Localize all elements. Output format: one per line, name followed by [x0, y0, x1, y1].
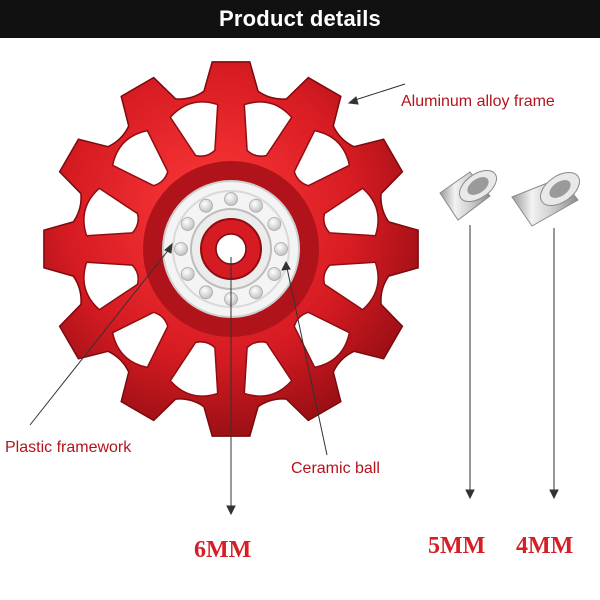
- frame-leader: [354, 83, 406, 101]
- gear-window: [169, 341, 219, 397]
- ceramic-callout-label: Ceramic ball: [291, 460, 380, 477]
- gear-cutout-windows: [83, 101, 379, 397]
- spacer-5mm: [439, 169, 498, 221]
- spacer-5mm-label: 5MM: [428, 533, 486, 559]
- ceramic-ball: [267, 267, 282, 281]
- plastic-leader: [29, 247, 171, 426]
- ceramic-ball: [249, 198, 263, 213]
- ceramic-ball: [180, 267, 195, 281]
- bore-size-label: 6MM: [194, 537, 252, 563]
- page-title: Product details: [219, 6, 381, 31]
- spacer-4mm: [511, 171, 581, 227]
- jockey-wheel-pulley: [43, 61, 419, 437]
- bore-arrowhead: [226, 505, 236, 516]
- leader-lines: [29, 83, 559, 516]
- plastic-callout-label: Plastic framework: [5, 439, 132, 456]
- gear-window: [111, 311, 169, 369]
- gear-window: [169, 101, 219, 157]
- frame-callout-label: Aluminum alloy frame: [401, 93, 555, 110]
- gear-window: [293, 311, 351, 369]
- spacer5-arrowhead: [465, 489, 475, 500]
- gear-window: [111, 129, 169, 187]
- ceramic-arrowhead: [281, 260, 291, 271]
- ceramic-ball: [174, 242, 188, 256]
- gear-window: [323, 187, 379, 237]
- ceramic-ball: [274, 242, 288, 256]
- spacer-4mm-label: 4MM: [516, 533, 574, 559]
- ceramic-balls: [174, 192, 288, 306]
- gear-window: [323, 261, 379, 311]
- ceramic-ball: [249, 285, 263, 300]
- gear-window: [293, 129, 351, 187]
- gear-window: [83, 261, 139, 311]
- spacer4-arrowhead: [549, 489, 559, 500]
- ceramic-ball: [267, 217, 282, 231]
- header-bar: Product details: [0, 0, 600, 38]
- ceramic-ball: [199, 198, 213, 213]
- ceramic-ball: [224, 192, 238, 206]
- frame-arrowhead: [347, 96, 359, 105]
- ceramic-ball: [199, 285, 213, 300]
- ceramic-ball: [180, 217, 195, 231]
- gear-window: [243, 341, 293, 397]
- gear-window: [83, 187, 139, 237]
- ceramic-leader: [286, 267, 328, 456]
- plastic-arrowhead: [164, 242, 173, 254]
- gear-window: [243, 101, 293, 157]
